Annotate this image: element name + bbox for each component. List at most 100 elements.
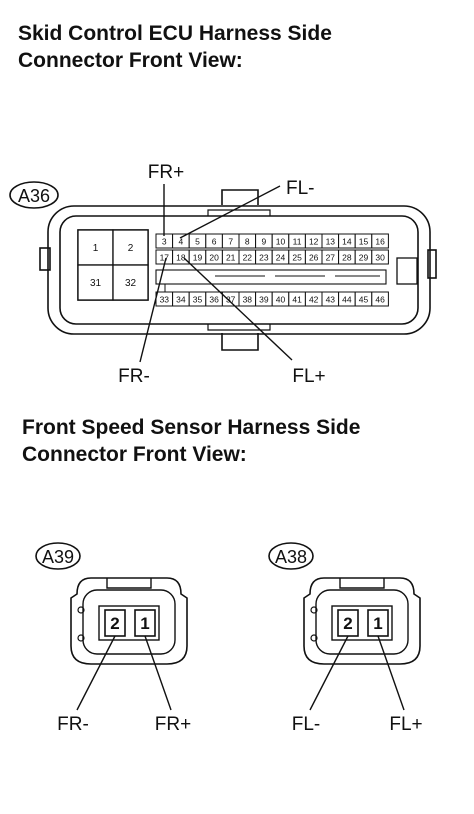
ecu-pin-cell: [371, 233, 389, 249]
ecu-right-tab: [427, 249, 437, 279]
ecu-outer-shell: [47, 205, 431, 335]
ecu-pin-label: 6: [212, 237, 217, 247]
ecu-pin-label: 39: [259, 295, 269, 305]
sensor-inner-housing: [82, 589, 176, 655]
sensor-latch: [106, 578, 152, 589]
ecu-connector-tag: A36: [9, 181, 59, 209]
ecu-pin-label: 20: [209, 253, 219, 263]
sensor-label-right: FL+: [389, 714, 422, 735]
sensor-tag-text: A39: [42, 547, 74, 567]
ecu-pin-label: 12: [309, 237, 319, 247]
ecu-tag-text: A36: [18, 186, 50, 206]
ecu-pin-label: 28: [342, 253, 352, 263]
sensor-hole-bottom: [77, 634, 85, 642]
ecu-top-latch: [221, 189, 259, 205]
ecu-pin-label: 17: [160, 253, 170, 263]
ecu-pin-label: 3: [162, 237, 167, 247]
sensor-connector-heading: Front Speed Sensor Harness Side Connecto…: [22, 414, 360, 468]
ecu-pin-label: 33: [160, 295, 170, 305]
sensor-pin-well: [331, 605, 393, 641]
ecu-pin-label: 34: [176, 295, 186, 305]
ecu-pin-label: 18: [176, 253, 186, 263]
ecu-pin-label: 16: [375, 237, 385, 247]
sensor-pin-label: 1: [140, 614, 149, 633]
sensor-leader-right: [144, 635, 172, 711]
sensor-tag-outline: [35, 542, 81, 570]
sensor-label-left: FR-: [57, 714, 89, 735]
sensor-inner-housing: [315, 589, 409, 655]
ecu-pin-label: 15: [359, 237, 369, 247]
ecu-large-pin-label: 32: [125, 278, 137, 289]
ecu-pin-label: 30: [375, 253, 385, 263]
sensor-connector-a38: A38 2 1FL- FL+: [268, 542, 423, 735]
ecu-pin-cell: [371, 249, 389, 265]
ecu-pin-label: 45: [359, 295, 369, 305]
ecu-pin-label: 4: [179, 237, 184, 247]
ecu-pin-label: 38: [243, 295, 253, 305]
ecu-large-pin-label: 2: [128, 243, 134, 254]
fr-minus-leader: [139, 257, 167, 363]
sensor-pin-label: 2: [343, 614, 352, 633]
sensor-label-right: FR+: [155, 714, 191, 735]
sensor-label-left: FL-: [292, 714, 321, 735]
ecu-pin-label: 25: [292, 253, 302, 263]
ecu-pin-label: 26: [309, 253, 319, 263]
ecu-pin-label: 40: [276, 295, 286, 305]
ecu-left-tab: [39, 247, 51, 271]
ecu-pin-label: 8: [245, 237, 250, 247]
sensor-leader-left: [76, 635, 116, 711]
sensor-pin-label: 1: [373, 614, 382, 633]
ecu-bottom-latch: [221, 333, 259, 351]
ecu-top-wall: [207, 209, 271, 216]
ecu-pin-label: 23: [259, 253, 269, 263]
sensor-housing: [70, 577, 188, 665]
ecu-pin-label: 19: [193, 253, 203, 263]
sensor-hole-top: [310, 606, 318, 614]
ecu-large-pin-label: 1: [93, 243, 99, 254]
ecu-label-fr-minus: FR-: [118, 366, 150, 387]
ecu-connector-heading: Skid Control ECU Harness Side Connector …: [18, 20, 332, 74]
ecu-pin-label: 7: [228, 237, 233, 247]
sensor-pin-well: [98, 605, 160, 641]
sensor-leader-right: [377, 635, 405, 711]
sensor-tag-text: A38: [275, 547, 307, 567]
ecu-label-fl-minus: FL-: [286, 178, 315, 199]
ecu-pin-label: 36: [209, 295, 219, 305]
ecu-pin-label: 37: [226, 295, 236, 305]
ecu-heading-line1: Skid Control ECU Harness Side: [18, 22, 332, 45]
ecu-pin-label: 22: [243, 253, 253, 263]
ecu-heading-line2: Connector Front View:: [18, 49, 243, 72]
ecu-rib-details: [164, 275, 380, 292]
ecu-pin-label: 5: [195, 237, 200, 247]
ecu-pin-label: 44: [342, 295, 352, 305]
ecu-large-pin-cell: [112, 229, 149, 266]
ecu-pin-label: 10: [276, 237, 286, 247]
sensor-tag-outline: [268, 542, 314, 570]
sensor-latch: [339, 578, 385, 589]
ecu-inner-shell: [59, 215, 419, 325]
sensor-housing: [303, 577, 421, 665]
ecu-pin-label: 43: [326, 295, 336, 305]
ecu-pin-label: 14: [342, 237, 352, 247]
fl-plus-leader: [183, 257, 293, 361]
ecu-pin-label: 24: [276, 253, 286, 263]
ecu-large-pin-cell: [112, 264, 149, 301]
ecu-pin-label: 11: [293, 237, 302, 247]
ecu-pin-cell: [371, 291, 389, 307]
ecu-pin-label: 46: [375, 295, 385, 305]
ecu-center-rib: [155, 269, 387, 285]
ecu-pin-label: 41: [292, 295, 302, 305]
sensor-heading-line2: Connector Front View:: [22, 443, 247, 466]
ecu-leader-lines: [139, 184, 293, 363]
sensor-hole-top: [77, 606, 85, 614]
fl-minus-leader: [179, 185, 281, 239]
sensor-pin-label: 2: [110, 614, 119, 633]
sensor-leader-left: [309, 635, 349, 711]
ecu-label-fr-plus: FR+: [148, 162, 184, 183]
ecu-pin-label: 21: [226, 253, 236, 263]
ecu-key: [396, 257, 418, 285]
